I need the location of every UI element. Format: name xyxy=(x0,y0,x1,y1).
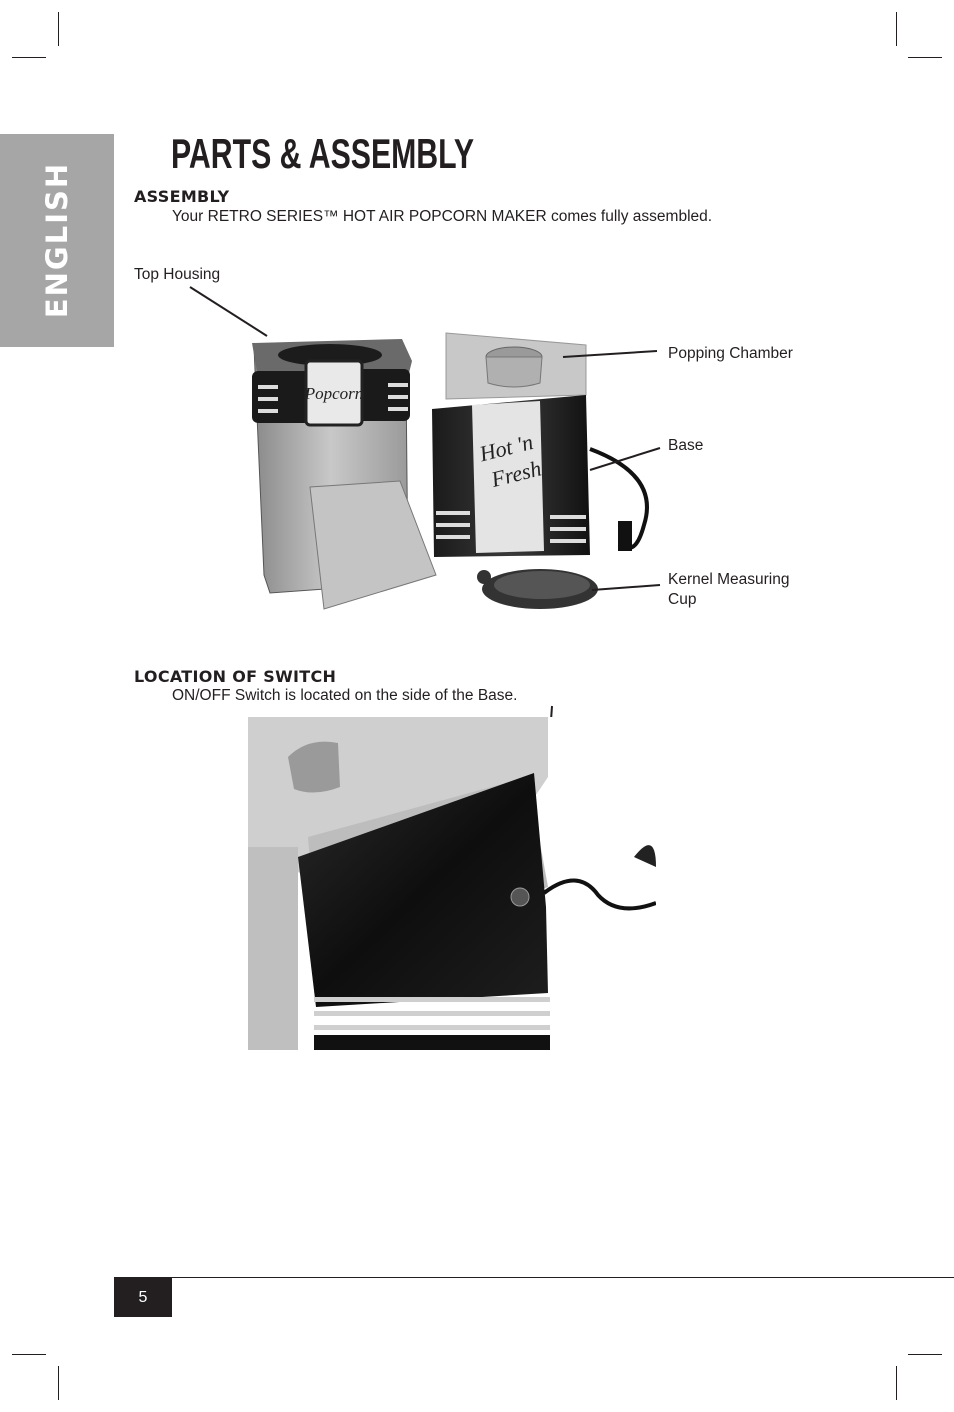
crop-mark xyxy=(896,1366,897,1400)
svg-text:Popcorn: Popcorn xyxy=(304,384,364,403)
language-tab: ENGLISH xyxy=(0,134,114,347)
crop-mark xyxy=(908,57,942,58)
label-base: Base xyxy=(668,437,704,454)
footer-rule xyxy=(114,1277,954,1278)
popcorn-maker-parts-photo: Popcorn Hot 'n Fresh xyxy=(252,332,649,610)
crop-mark xyxy=(896,12,897,46)
assembly-heading: ASSEMBLY xyxy=(134,187,230,206)
label-top-housing: Top Housing xyxy=(134,266,221,283)
crop-mark xyxy=(12,57,46,58)
assembly-text: Your RETRO SERIES™ HOT AIR POPCORN MAKER… xyxy=(172,208,713,225)
switch-location-photo xyxy=(248,717,656,1050)
switch-heading: LOCATION OF SWITCH xyxy=(134,667,337,686)
label-popping-chamber: Popping Chamber xyxy=(668,345,793,362)
label-kernel-cup-1: Kernel Measuring xyxy=(668,571,790,588)
page-title: PARTS & ASSEMBLY xyxy=(171,130,475,177)
switch-text: ON/OFF Switch is located on the side of … xyxy=(172,687,518,704)
crop-mark xyxy=(58,1366,59,1400)
crop-mark xyxy=(58,12,59,46)
crop-mark xyxy=(908,1354,942,1355)
page-number: 5 xyxy=(114,1278,172,1317)
crop-mark xyxy=(12,1354,46,1355)
label-kernel-cup-2: Cup xyxy=(668,591,697,608)
